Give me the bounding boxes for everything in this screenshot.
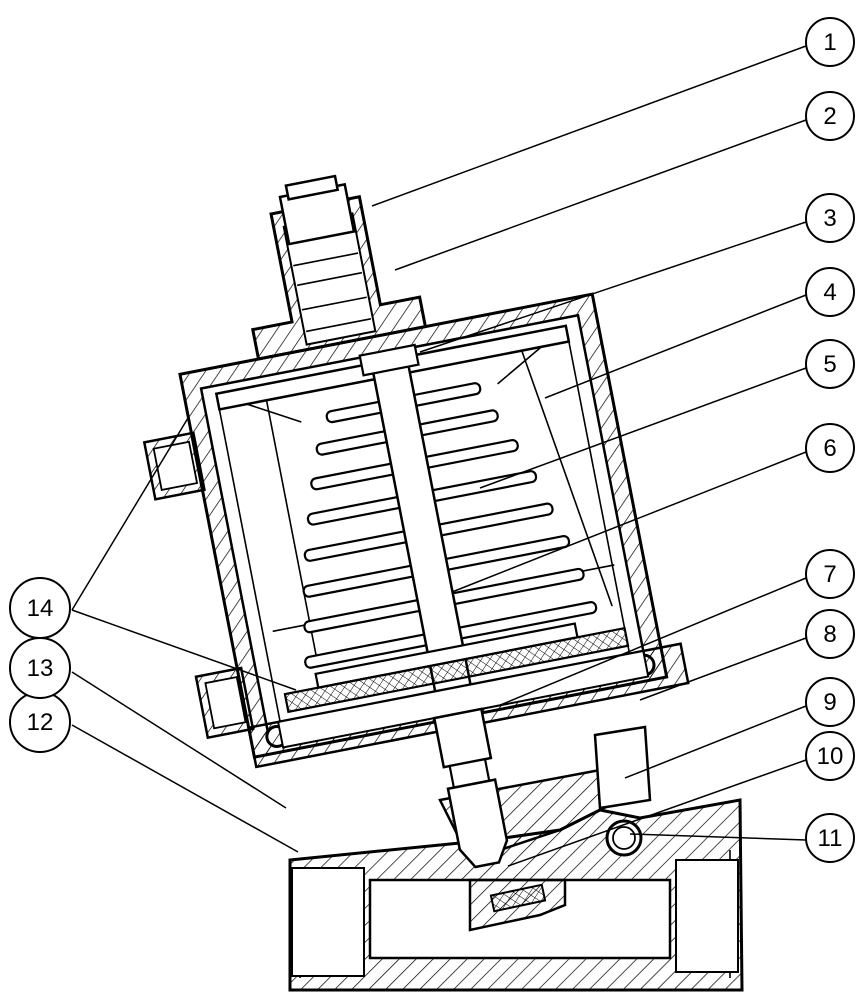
callout-4: 4 bbox=[805, 267, 855, 317]
callout-1: 1 bbox=[805, 17, 855, 67]
bonnet-assembly bbox=[142, 174, 690, 869]
callout-2: 2 bbox=[805, 91, 855, 141]
leader-lines bbox=[71, 45, 807, 867]
callout-8: 8 bbox=[805, 609, 855, 659]
callout-label: 2 bbox=[823, 103, 836, 130]
callout-label: 10 bbox=[817, 743, 844, 770]
valve-body bbox=[288, 725, 744, 992]
callout-label: 3 bbox=[823, 205, 836, 232]
callout-10: 10 bbox=[805, 731, 855, 781]
callout-label: 13 bbox=[27, 655, 54, 682]
callout-label: 9 bbox=[823, 689, 836, 716]
callout-label: 12 bbox=[27, 709, 54, 736]
callout-11: 11 bbox=[805, 813, 855, 863]
callout-9: 9 bbox=[805, 677, 855, 727]
outlet-channel bbox=[593, 725, 652, 810]
callout-label: 1 bbox=[823, 29, 836, 56]
callout-label: 7 bbox=[823, 561, 836, 588]
callout-label: 4 bbox=[823, 279, 836, 306]
callout-13: 13 bbox=[9, 637, 71, 699]
callout-14: 14 bbox=[9, 577, 71, 639]
diaphragm bbox=[283, 626, 630, 714]
callout-label: 6 bbox=[823, 435, 836, 462]
callout-label: 11 bbox=[818, 825, 843, 852]
callout-7: 7 bbox=[805, 549, 855, 599]
seat-gasket bbox=[489, 883, 547, 913]
valve-plug bbox=[432, 707, 493, 769]
callout-label: 5 bbox=[823, 351, 836, 378]
callout-3: 3 bbox=[805, 193, 855, 243]
callout-5: 5 bbox=[805, 339, 855, 389]
callout-label: 8 bbox=[823, 621, 836, 648]
callout-label: 14 bbox=[27, 595, 54, 622]
callout-6: 6 bbox=[805, 423, 855, 473]
callout-12: 12 bbox=[9, 691, 71, 753]
